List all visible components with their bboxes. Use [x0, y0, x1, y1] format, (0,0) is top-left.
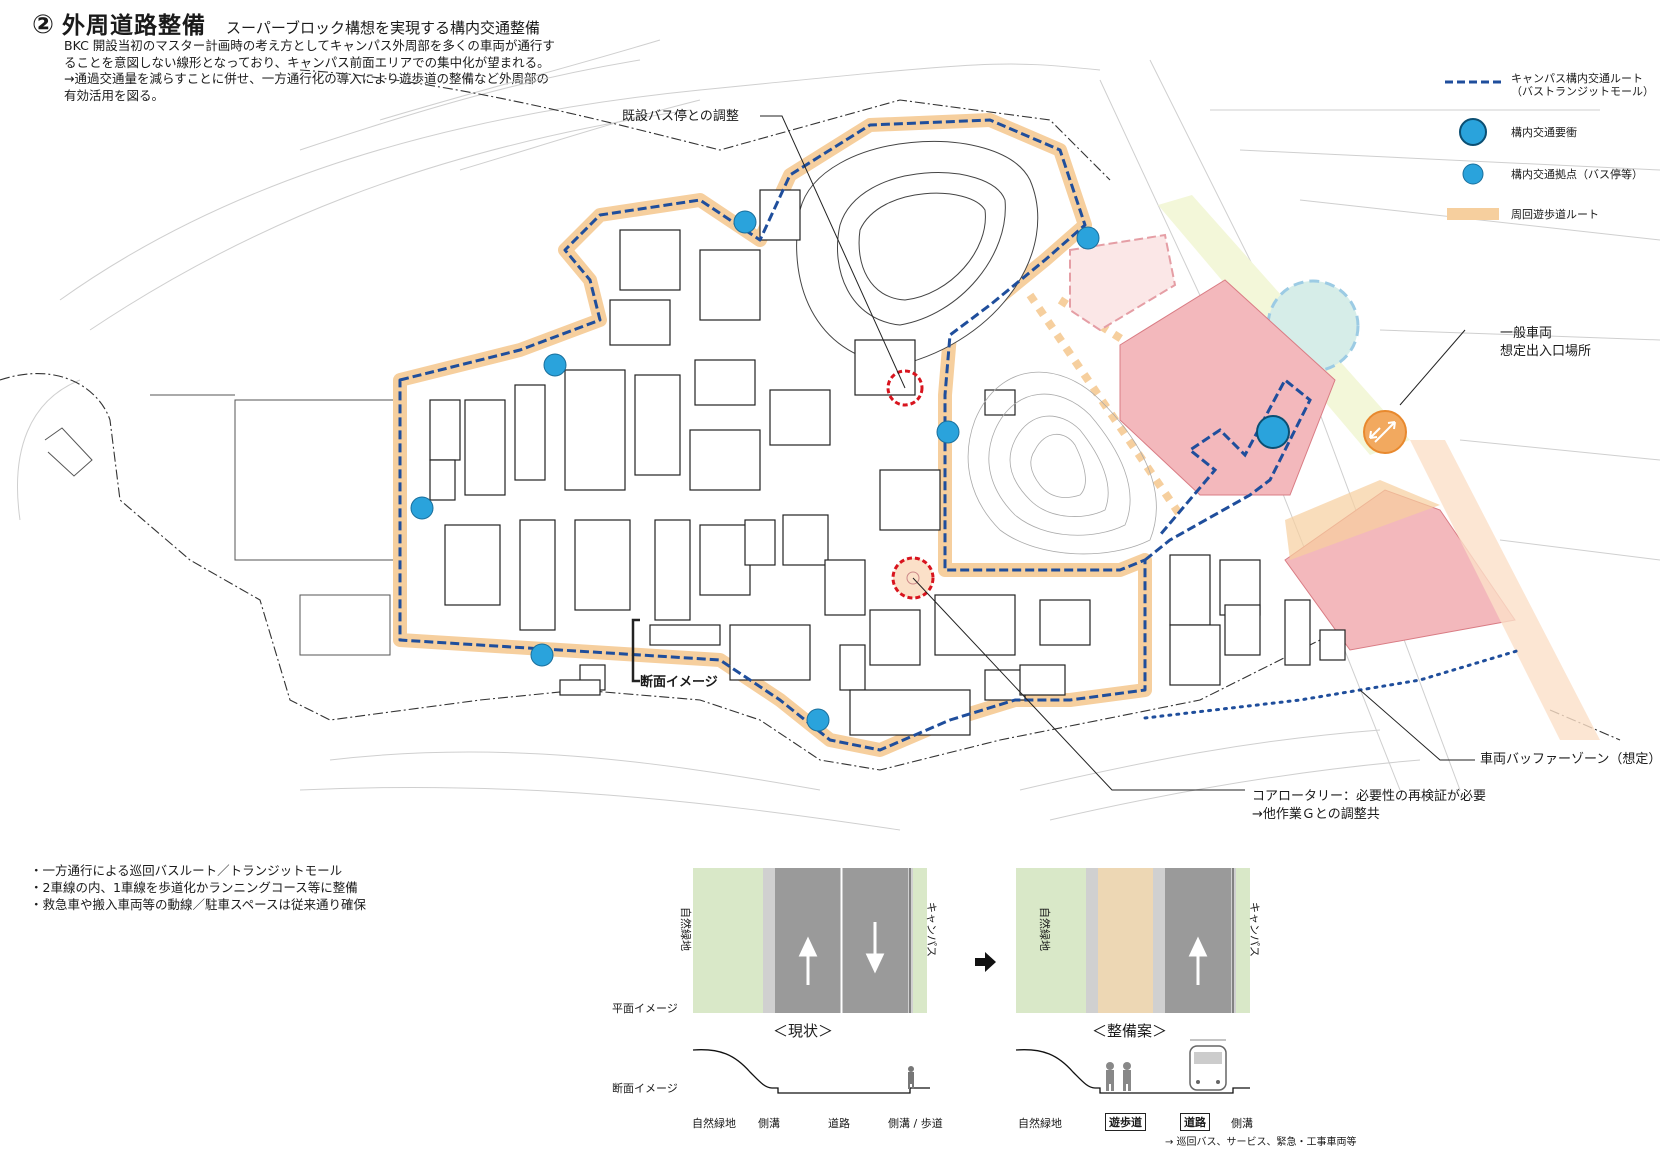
legend-item-route: キャンパス構内交通ルート （バストランジットモール） — [1445, 72, 1655, 106]
building-outlines-left — [45, 395, 400, 655]
transit-stop-node — [734, 211, 756, 233]
transit-stop-node — [531, 644, 553, 666]
transit-stop-node — [411, 497, 433, 519]
section-diagram — [600, 860, 1400, 1150]
campus-map — [0, 0, 1660, 860]
callout-entry-line: 想定出入口場所 — [1500, 343, 1591, 361]
bullet-item: ・2車線の内、1車線を歩道化かランニングコース等に整備 — [30, 879, 366, 896]
current-road-caption: 道路 — [828, 1115, 850, 1131]
current-nature-caption: 自然緑地 — [692, 1115, 736, 1131]
legend-item-stop: 構内交通拠点（バス停等） — [1445, 154, 1655, 194]
transit-hub-node — [1257, 416, 1289, 448]
bullet-list: ・一方通行による巡回バスルート／トランジットモール ・2車線の内、1車線を歩道化… — [30, 862, 366, 913]
proposal-title: ＜整備案＞ — [1092, 1020, 1167, 1041]
current-campus-label: キャンパス — [924, 902, 940, 992]
legend-item-walk: 周回遊歩道ルート — [1445, 194, 1655, 234]
callout-buffer: 車両バッファーゾーン（想定） — [1480, 751, 1660, 769]
stadium — [797, 141, 1038, 365]
legend-route-label: キャンパス構内交通ルート — [1511, 72, 1654, 85]
bus-icon — [1190, 1040, 1226, 1090]
proposal-nature-caption: 自然緑地 — [1018, 1115, 1062, 1131]
legend-walk-label: 周回遊歩道ルート — [1511, 208, 1599, 221]
transition-arrow — [975, 952, 996, 972]
proposal-nature-label: 自然緑地 — [1037, 907, 1053, 997]
legend-hub-label: 構内交通要衝 — [1511, 126, 1577, 139]
vehicle-entry — [1364, 411, 1406, 453]
legend-item-hub: 構内交通要衝 — [1445, 110, 1655, 154]
callout-rotary-line: →他作業Ｇとの調整共 — [1252, 806, 1486, 824]
callout-rotary-line: コアロータリー：必要性の再検証が必要 — [1252, 788, 1486, 806]
proposal-gutter-caption: 側溝 — [1231, 1115, 1253, 1131]
proposal-road-caption: 道路 — [1180, 1113, 1210, 1131]
callout-bus-stop: 既設バス停との調整 — [622, 108, 739, 126]
transit-stop-node — [1077, 227, 1099, 249]
walk-route-swatch — [1445, 206, 1501, 222]
callout-entry: 一般車両 想定出入口場所 — [1500, 325, 1591, 361]
proposal-walkway-caption: 遊歩道 — [1105, 1113, 1146, 1131]
route-line-icon — [1445, 76, 1501, 88]
bullet-item: ・救急車や搬入車両等の動線／駐車スペースは従来通り確保 — [30, 896, 366, 913]
current-side-caption: 側溝 / 歩道 — [888, 1115, 943, 1131]
transit-stop-node — [937, 421, 959, 443]
callout-section: 断面イメージ — [640, 674, 718, 692]
legend-stop-label: 構内交通拠点（バス停等） — [1511, 168, 1643, 181]
current-nature-label: 自然緑地 — [678, 907, 694, 997]
legend: キャンパス構内交通ルート （バストランジットモール） 構内交通要衝 構内交通拠点… — [1445, 72, 1655, 234]
transit-stop-node — [544, 354, 566, 376]
section-image-label: 断面イメージ — [612, 1080, 678, 1096]
bullet-item: ・一方通行による巡回バスルート／トランジットモール — [30, 862, 366, 879]
current-title: ＜現状＞ — [773, 1020, 833, 1041]
plan-image-label: 平面イメージ — [612, 1000, 678, 1016]
pedestrian-icon — [908, 1066, 914, 1089]
current-gutter-caption: 側溝 — [758, 1115, 780, 1131]
legend-route-sub: （バストランジットモール） — [1511, 85, 1654, 98]
current-plan — [693, 868, 927, 1013]
stop-node-icon — [1445, 162, 1501, 186]
callout-rotary: コアロータリー：必要性の再検証が必要 →他作業Ｇとの調整共 — [1252, 788, 1486, 824]
hub-node-icon — [1445, 117, 1501, 147]
proposal-campus-label: キャンパス — [1247, 902, 1263, 992]
callout-entry-line: 一般車両 — [1500, 325, 1591, 343]
terrain-lines — [18, 40, 1660, 830]
current-section-line — [693, 1050, 930, 1093]
transit-stop-node — [807, 709, 829, 731]
pedestrian-icon — [1106, 1062, 1131, 1091]
